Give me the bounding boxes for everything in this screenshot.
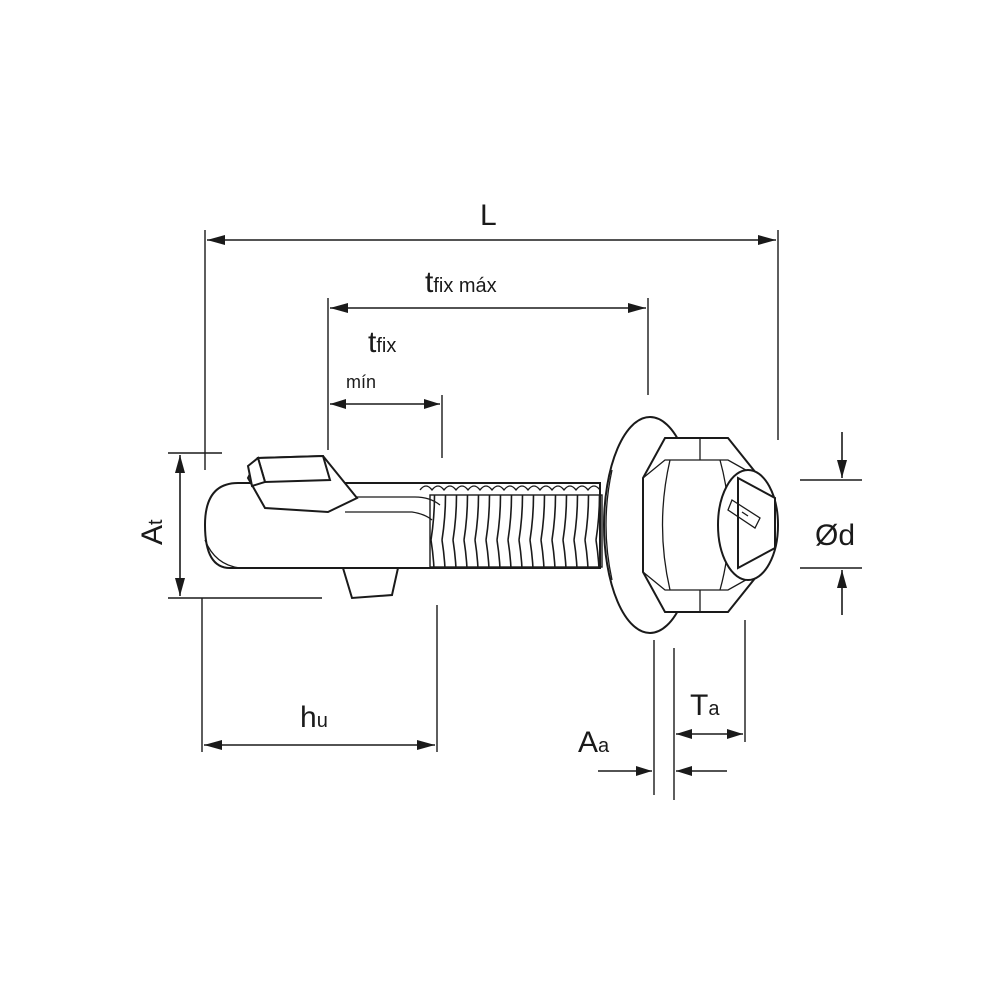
- label-od: Ød: [815, 519, 855, 552]
- label-Aa-sub: a: [598, 735, 610, 757]
- label-Ta: Ta: [690, 689, 720, 722]
- label-hu-sub: u: [317, 710, 328, 732]
- label-Ta-main: T: [690, 689, 708, 722]
- label-L: L: [480, 199, 497, 232]
- label-Aa: Aa: [578, 726, 610, 759]
- label-At-sub: t: [145, 519, 167, 525]
- label-tfix-main: t: [368, 326, 377, 359]
- label-At: At: [136, 519, 169, 545]
- label-tfix-sub: fix: [376, 335, 396, 357]
- dimension-od: [800, 432, 862, 615]
- dimension-tfix-min: [330, 395, 443, 458]
- bolt-groove: [204, 539, 241, 569]
- label-hu: hu: [300, 701, 328, 734]
- label-hu-main: h: [300, 701, 317, 734]
- label-At-main: A: [136, 525, 169, 545]
- bolt-cone: [345, 496, 441, 521]
- label-tfix-max-sub: fix máx: [433, 275, 496, 297]
- expansion-clip: [246, 454, 400, 600]
- label-tfix-max-main: t: [425, 266, 434, 299]
- dimension-L: [204, 230, 779, 470]
- bolt-end: [717, 469, 779, 581]
- dimension-Ta: [673, 620, 746, 800]
- bolt-thread: [429, 494, 603, 568]
- dimension-At: [168, 452, 322, 599]
- label-tfix-max: tfix máx: [425, 266, 497, 299]
- dimension-hu: [201, 598, 438, 752]
- anchor-bolt: [203, 454, 603, 600]
- label-Aa-main: A: [578, 726, 598, 759]
- label-Ta-sub: a: [708, 698, 720, 720]
- dimension-Aa: [598, 640, 727, 795]
- label-tfix: tfix: [368, 326, 396, 359]
- dimension-tfix-max: [327, 298, 649, 450]
- label-min: mín: [346, 372, 376, 392]
- thread-crest: [419, 485, 601, 492]
